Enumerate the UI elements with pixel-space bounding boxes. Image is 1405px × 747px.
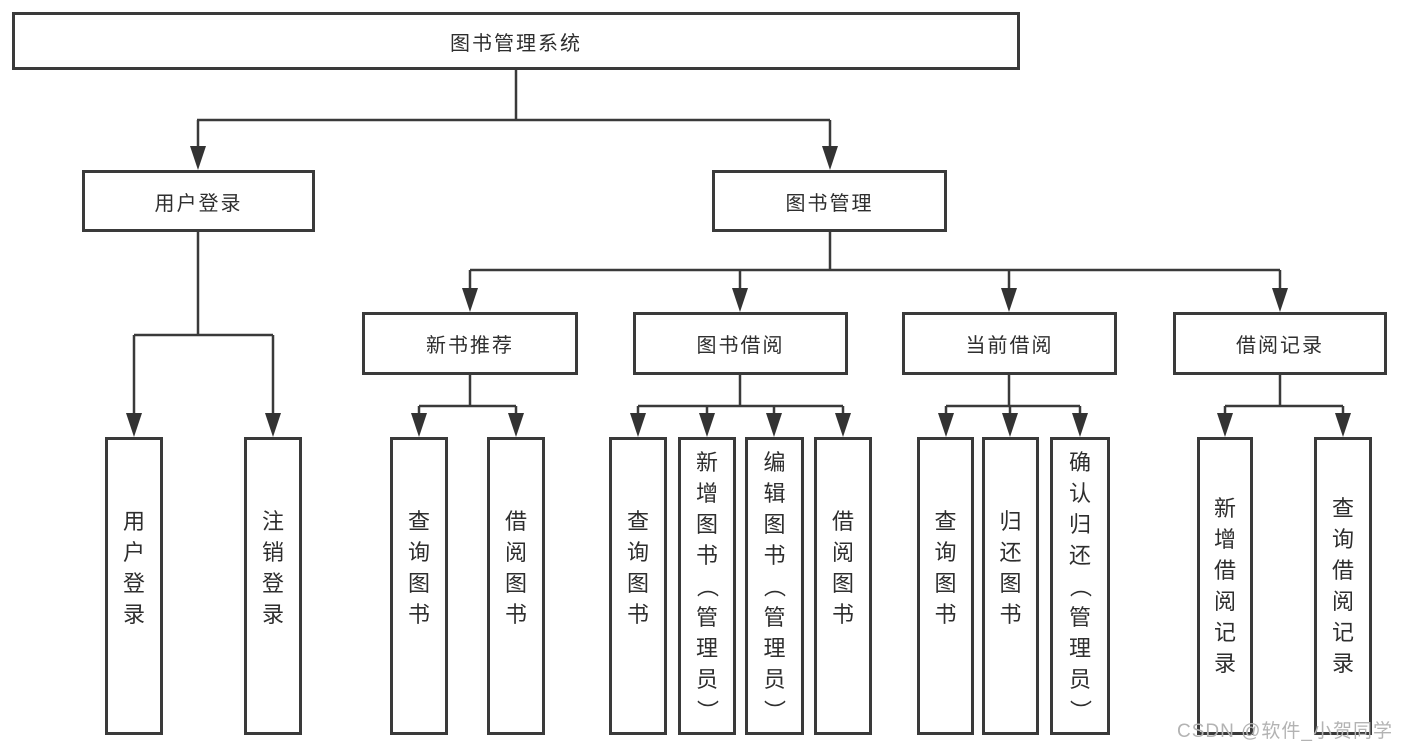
node-user-login: 用户登录 (82, 170, 315, 232)
node-book-management-label: 图书管理 (785, 192, 874, 215)
node-leaf-user-login: 用户登录 (105, 437, 163, 735)
node-book-borrow-label: 图书借阅 (696, 335, 785, 357)
node-leaf-borrow-query-book: 查询图书 (609, 437, 667, 735)
node-book-borrow: 图书借阅 (633, 312, 848, 375)
node-leaf-borrow-query-book-label: 查询图书 (626, 509, 649, 627)
node-leaf-recommend-borrow-book: 借阅图书 (487, 437, 545, 735)
node-leaf-current-confirm-return-admin-label: 确认归还（管理员） (1067, 449, 1093, 722)
connector-bookmgmt-to-level3 (468, 232, 1282, 292)
connector-userlogin-to-leaves (132, 232, 275, 417)
node-new-book-recommend-label: 新书推荐 (426, 335, 514, 357)
node-leaf-current-return-book: 归还图书 (982, 437, 1039, 735)
csdn-watermark: CSDN @软件_小贺同学 (1177, 721, 1393, 742)
node-leaf-user-login-label: 用户登录 (122, 509, 145, 627)
node-leaf-current-confirm-return-admin: 确认归还（管理员） (1050, 437, 1110, 735)
node-library-management-system-label: 图书管理系统 (450, 32, 582, 55)
node-leaf-borrow-add-book-admin-label: 新增图书（管理员） (694, 449, 720, 722)
node-leaf-current-return-book-label: 归还图书 (999, 509, 1022, 627)
node-leaf-borrow-edit-book-admin: 编辑图书（管理员） (745, 437, 804, 735)
node-leaf-query-borrow-record: 查询借阅记录 (1314, 437, 1372, 735)
node-leaf-borrow-borrow-book-label: 借阅图书 (831, 509, 854, 627)
node-leaf-borrow-borrow-book: 借阅图书 (814, 437, 872, 735)
node-current-borrow: 当前借阅 (902, 312, 1117, 375)
node-leaf-current-query-book: 查询图书 (917, 437, 974, 735)
connector-recommend-to-leaves (417, 375, 518, 417)
node-leaf-current-query-book-label: 查询图书 (934, 509, 957, 627)
connector-borrow-to-leaves (636, 375, 845, 417)
connector-record-to-leaves (1223, 375, 1345, 417)
node-current-borrow-label: 当前借阅 (965, 335, 1054, 357)
connector-root-to-level2 (196, 70, 832, 150)
connector-current-to-leaves (944, 375, 1082, 417)
node-leaf-recommend-borrow-book-label: 借阅图书 (504, 509, 527, 627)
node-leaf-add-borrow-record: 新增借阅记录 (1197, 437, 1253, 735)
node-leaf-borrow-edit-book-admin-label: 编辑图书（管理员） (761, 449, 787, 722)
arrowheads (126, 146, 1351, 437)
node-borrow-record-label: 借阅记录 (1236, 335, 1324, 357)
node-library-management-system: 图书管理系统 (12, 12, 1020, 70)
node-leaf-logout: 注销登录 (244, 437, 302, 735)
node-leaf-recommend-query-book: 查询图书 (390, 437, 448, 735)
node-leaf-recommend-query-book-label: 查询图书 (407, 509, 430, 627)
node-leaf-logout-label: 注销登录 (261, 509, 284, 627)
node-user-login-label: 用户登录 (154, 192, 243, 215)
node-leaf-borrow-add-book-admin: 新增图书（管理员） (678, 437, 736, 735)
node-book-management: 图书管理 (712, 170, 947, 232)
node-new-book-recommend: 新书推荐 (362, 312, 578, 375)
node-leaf-add-borrow-record-label: 新增借阅记录 (1213, 496, 1236, 676)
node-borrow-record: 借阅记录 (1173, 312, 1387, 375)
node-leaf-query-borrow-record-label: 查询借阅记录 (1331, 496, 1354, 676)
